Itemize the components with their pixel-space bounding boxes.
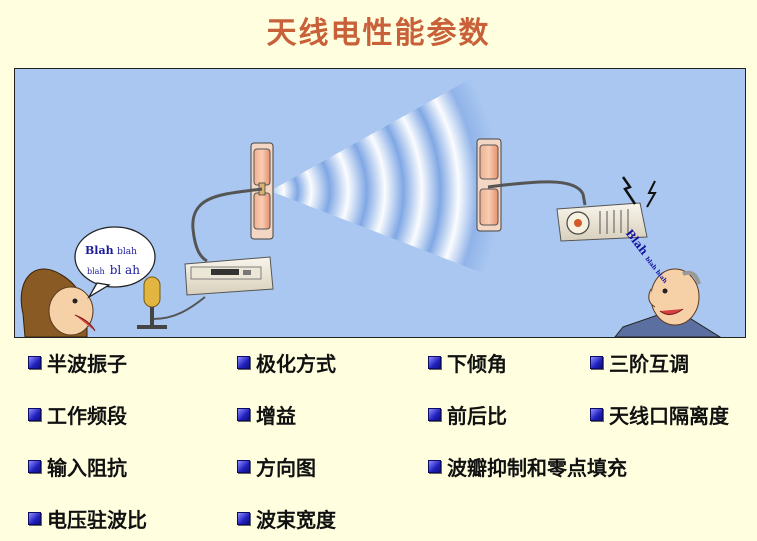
speech-bubble — [74, 226, 156, 299]
bullet-icon — [237, 512, 250, 525]
wave-beam — [270, 79, 500, 274]
microphone — [137, 276, 167, 329]
bullet-icon — [590, 408, 603, 421]
bullet-icon — [590, 356, 603, 369]
bullet-icon — [28, 356, 41, 369]
param-item: 波瓣抑制和零点填充 — [428, 452, 627, 481]
man-listener — [614, 268, 721, 337]
param-item: 方向图 — [237, 452, 316, 481]
bullet-icon — [428, 460, 441, 473]
antenna-illustration: Blah blah blah bl ah Blah blah blah — [14, 68, 746, 338]
param-item: 波束宽度 — [237, 504, 336, 533]
bubble-line-2: blah bl ah — [87, 259, 140, 278]
transmitter-box — [184, 256, 274, 296]
param-item: 极化方式 — [237, 348, 336, 377]
param-item: 电压驻波比 — [28, 504, 147, 533]
parameter-list: 半波振子 极化方式 下倾角 三阶互调 工作频段 增益 前后比 天线口隔离度 输入… — [0, 340, 757, 540]
bubble-blah-small: blah — [117, 247, 137, 257]
receive-antenna — [476, 138, 502, 232]
param-item: 半波振子 — [28, 348, 127, 377]
bullet-icon — [428, 356, 441, 369]
bubble-blah-tiny: blah — [87, 267, 105, 276]
param-item: 前后比 — [428, 400, 507, 429]
bullet-icon — [237, 356, 250, 369]
param-item: 输入阻抗 — [28, 452, 127, 481]
param-item: 下倾角 — [428, 348, 507, 377]
scene-graphics — [20, 79, 721, 337]
param-item: 增益 — [237, 400, 296, 429]
page-title: 天线电性能参数 — [266, 16, 491, 51]
bullet-icon — [28, 460, 41, 473]
bullet-icon — [28, 512, 41, 525]
param-item: 工作频段 — [28, 400, 127, 429]
bubble-blah-bold: Blah — [85, 244, 114, 257]
radio-receiver — [556, 176, 657, 242]
param-item: 天线口隔离度 — [590, 400, 729, 429]
param-item: 三阶互调 — [590, 348, 689, 377]
woman-speaker — [20, 268, 96, 337]
bubble-blah-big: bl ah — [109, 263, 140, 277]
bullet-icon — [428, 408, 441, 421]
bullet-icon — [237, 408, 250, 421]
transmit-antenna — [250, 142, 274, 240]
bullet-icon — [237, 460, 250, 473]
bullet-icon — [28, 408, 41, 421]
bubble-line-1: Blah blah — [85, 244, 137, 257]
